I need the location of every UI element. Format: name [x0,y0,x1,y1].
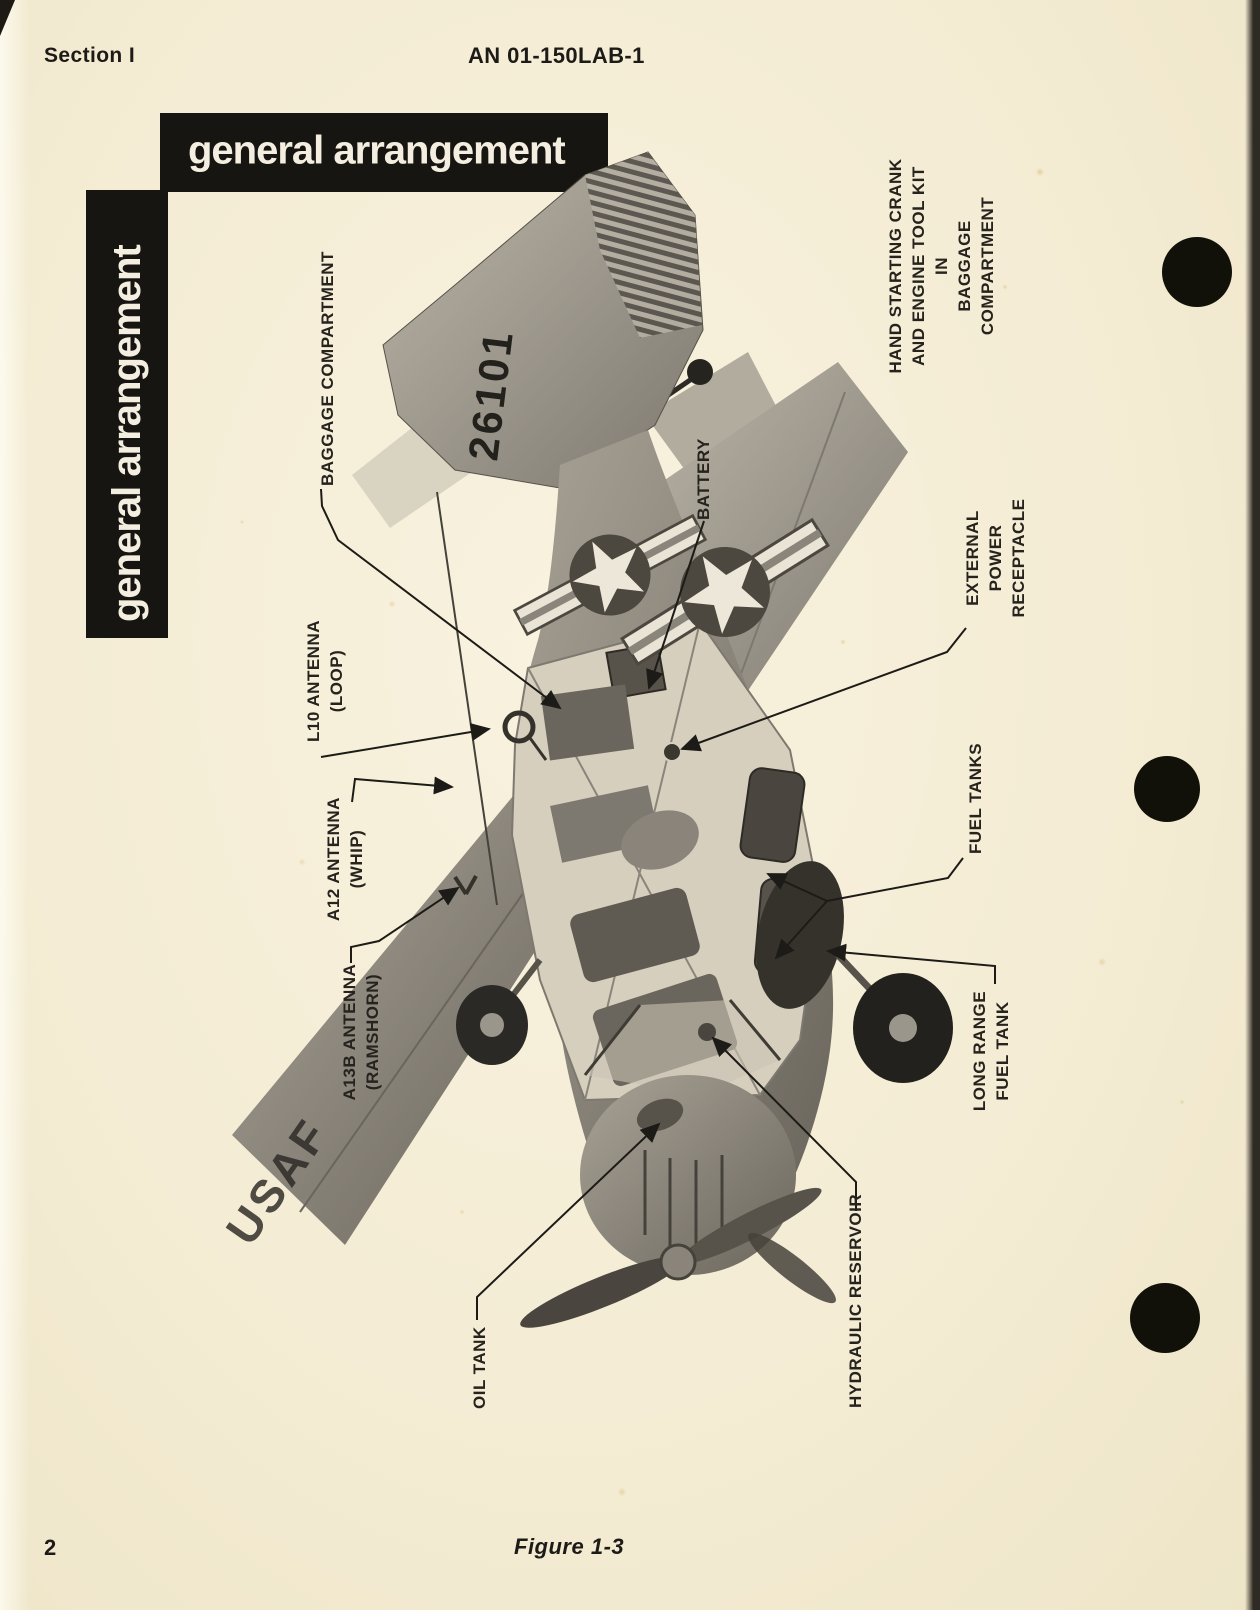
leader-oil-tank [476,1122,661,1320]
leader-l10-antenna [320,723,491,758]
loop-antenna [502,710,548,761]
leader-fuel-tanks-branch-2 [774,900,828,960]
leader-fuel-tanks-branch-1 [766,873,828,902]
callout-external-power-receptacle: EXTERNAL POWER RECEPTACLE [963,498,1028,618]
propeller [520,1187,836,1328]
banner-horizontal: general arrangement [160,113,608,192]
radio-box-1 [540,684,635,761]
section-header: Section I [44,44,136,67]
leader-long-range-fuel-tank [826,943,996,984]
right-stabilizer [645,352,776,470]
hydraulic-reservoir-detail [698,1023,716,1041]
callout-hand-starting-crank: HAND STARTING CRANK AND ENGINE TOOL KIT … [886,158,997,374]
star-insignia-fuselage [512,513,708,637]
leader-a13b-antenna [350,886,460,963]
rudder-stripes [585,152,702,338]
hole-punch-top [1162,237,1232,307]
whip-antenna [436,491,498,906]
callout-l10-antenna: L10 ANTENNA (LOOP) [304,620,346,742]
external-power-receptacle-detail [662,742,682,762]
tailwheel [687,359,713,385]
leader-hydraulic-reservoir [711,1036,857,1211]
right-edge-scan-band [1245,0,1260,1610]
propeller-spinner [659,1243,697,1281]
banner-horizontal-label: general arrangement [188,128,566,173]
star-insignia-wing [620,517,830,667]
callout-battery: BATTERY [694,438,713,520]
callout-fuel-tanks: FUEL TANKS [966,742,985,854]
page-number: 2 [44,1535,57,1560]
doc-number: AN 01-150LAB-1 [468,43,645,68]
figure-caption: Figure 1-3 [514,1534,625,1559]
banner-vertical: general arrangement [86,190,168,638]
hole-punch-middle [1134,756,1200,822]
callout-a12-antenna: A12 ANTENNA (WHIP) [324,797,366,921]
leader-a12-antenna [351,776,454,803]
right-wheel [835,952,953,1083]
callout-hydraulic-reservoir: HYDRAULIC RESERVOIR [846,1193,865,1408]
seat [621,810,699,870]
callout-oil-tank: OIL TANK [470,1326,489,1409]
equipment-box-1 [570,887,700,983]
windshield [585,1000,780,1095]
leader-battery [646,520,705,690]
callout-baggage-compartment: BAGGAGE COMPARTMENT [318,251,337,486]
top-left-corner-mark [0,0,15,36]
callout-long-range-fuel-tank: LONG RANGE FUEL TANK [970,990,1012,1112]
leader-fuel-tanks-stem [826,857,964,902]
fuselage [510,430,844,1185]
leader-external-power [680,627,967,752]
tail-assembly: 26101 [352,151,776,528]
fuel-cell-1 [739,767,806,863]
left-wheel [456,958,543,1065]
leader-baggage-compartment [320,488,562,710]
leader-lines [320,488,996,1320]
engine-cowling [580,999,796,1275]
hole-punch-bottom [1130,1283,1200,1353]
ramshorn-antenna [453,875,478,896]
callout-a13b-antenna: A13B ANTENNA (RAMSHORN) [340,963,382,1101]
